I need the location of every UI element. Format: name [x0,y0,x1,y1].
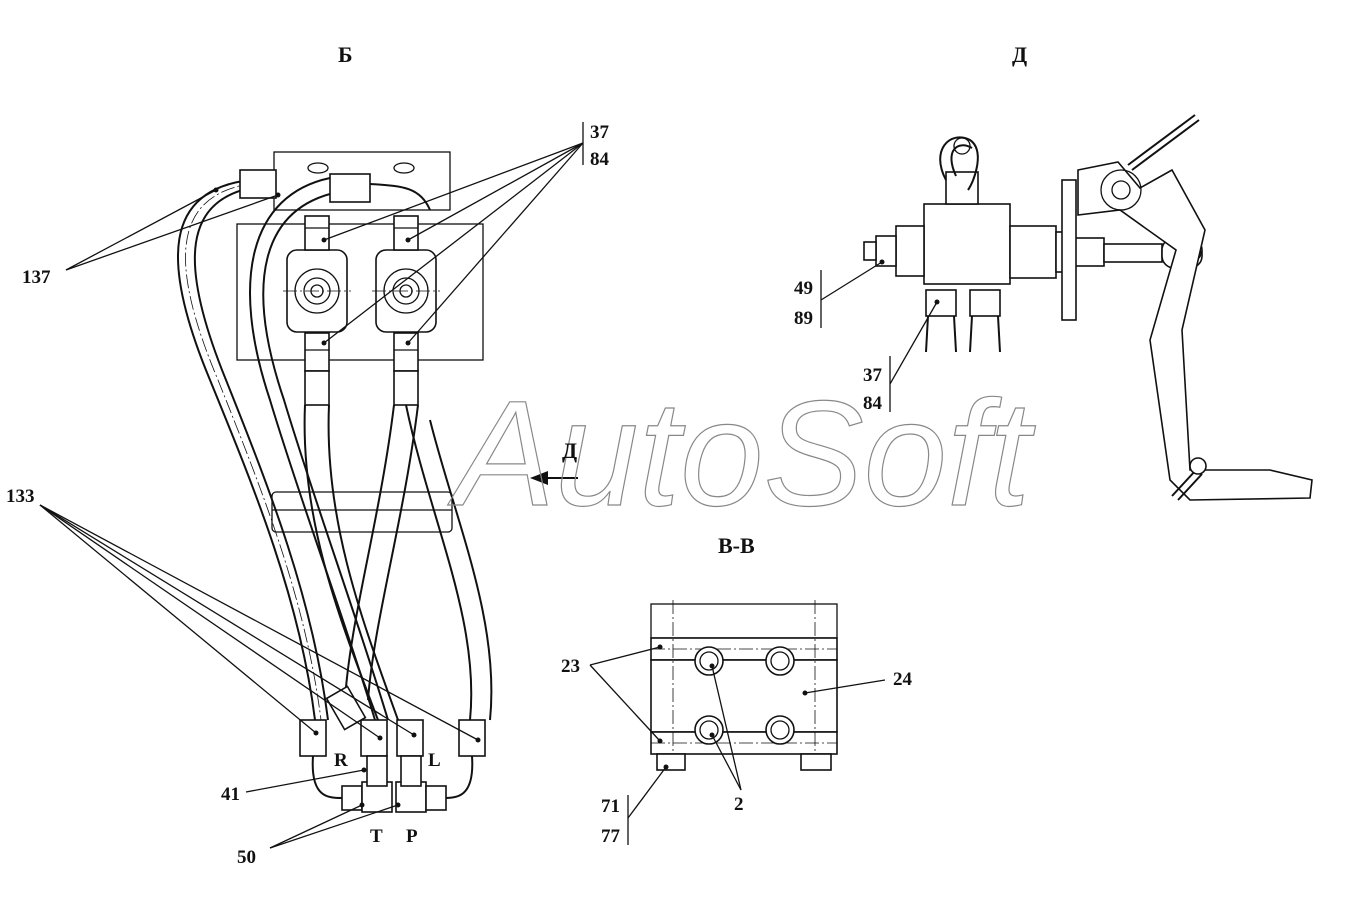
callout-89: 89 [794,308,813,329]
callout-71: 71 [601,796,620,817]
callout-50: 50 [237,847,256,868]
callout-137: 137 [22,267,51,288]
port-label-r: R [334,750,348,771]
view-vv [589,600,886,845]
watermark: AutoSoft [447,369,1036,537]
port-label-p: P [406,826,418,847]
callout-24: 24 [893,669,913,690]
port-label-l: L [428,750,441,771]
view-d [820,114,1313,501]
callout-23: 23 [561,656,580,677]
callout-37: 37 [590,122,610,143]
port-label-t: T [370,826,383,847]
callout-84-d: 84 [863,393,883,414]
callout-77: 77 [601,826,621,847]
callout-2: 2 [734,794,744,815]
callout-49: 49 [794,278,813,299]
callout-133: 133 [6,486,35,507]
view-title-vv: В-В [718,533,755,558]
callout-84: 84 [590,149,610,170]
callout-37-d: 37 [863,365,883,386]
view-b [39,122,584,849]
view-title-d: Д [1012,42,1027,67]
arrow-label-d: Д [562,438,577,463]
view-title-b: Б [338,42,353,67]
callout-41: 41 [221,784,240,805]
